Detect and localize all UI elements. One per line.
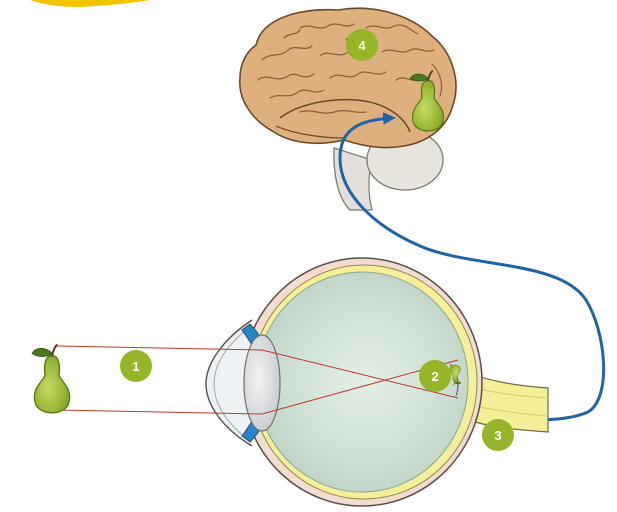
eye-illustration	[205, 257, 549, 507]
marker-1: 1	[120, 350, 152, 382]
svg-text:2: 2	[431, 369, 438, 384]
optic-nerve-arrow	[338, 112, 606, 422]
svg-text:3: 3	[494, 428, 501, 443]
accent-bar	[30, 0, 150, 7]
svg-text:4: 4	[358, 38, 366, 53]
marker-3: 3	[482, 419, 514, 451]
marker-2: 2	[419, 360, 451, 392]
marker-4: 4	[346, 29, 378, 61]
svg-text:1: 1	[132, 359, 139, 374]
pear-icon	[31, 344, 71, 414]
brain-illustration	[239, 7, 457, 211]
